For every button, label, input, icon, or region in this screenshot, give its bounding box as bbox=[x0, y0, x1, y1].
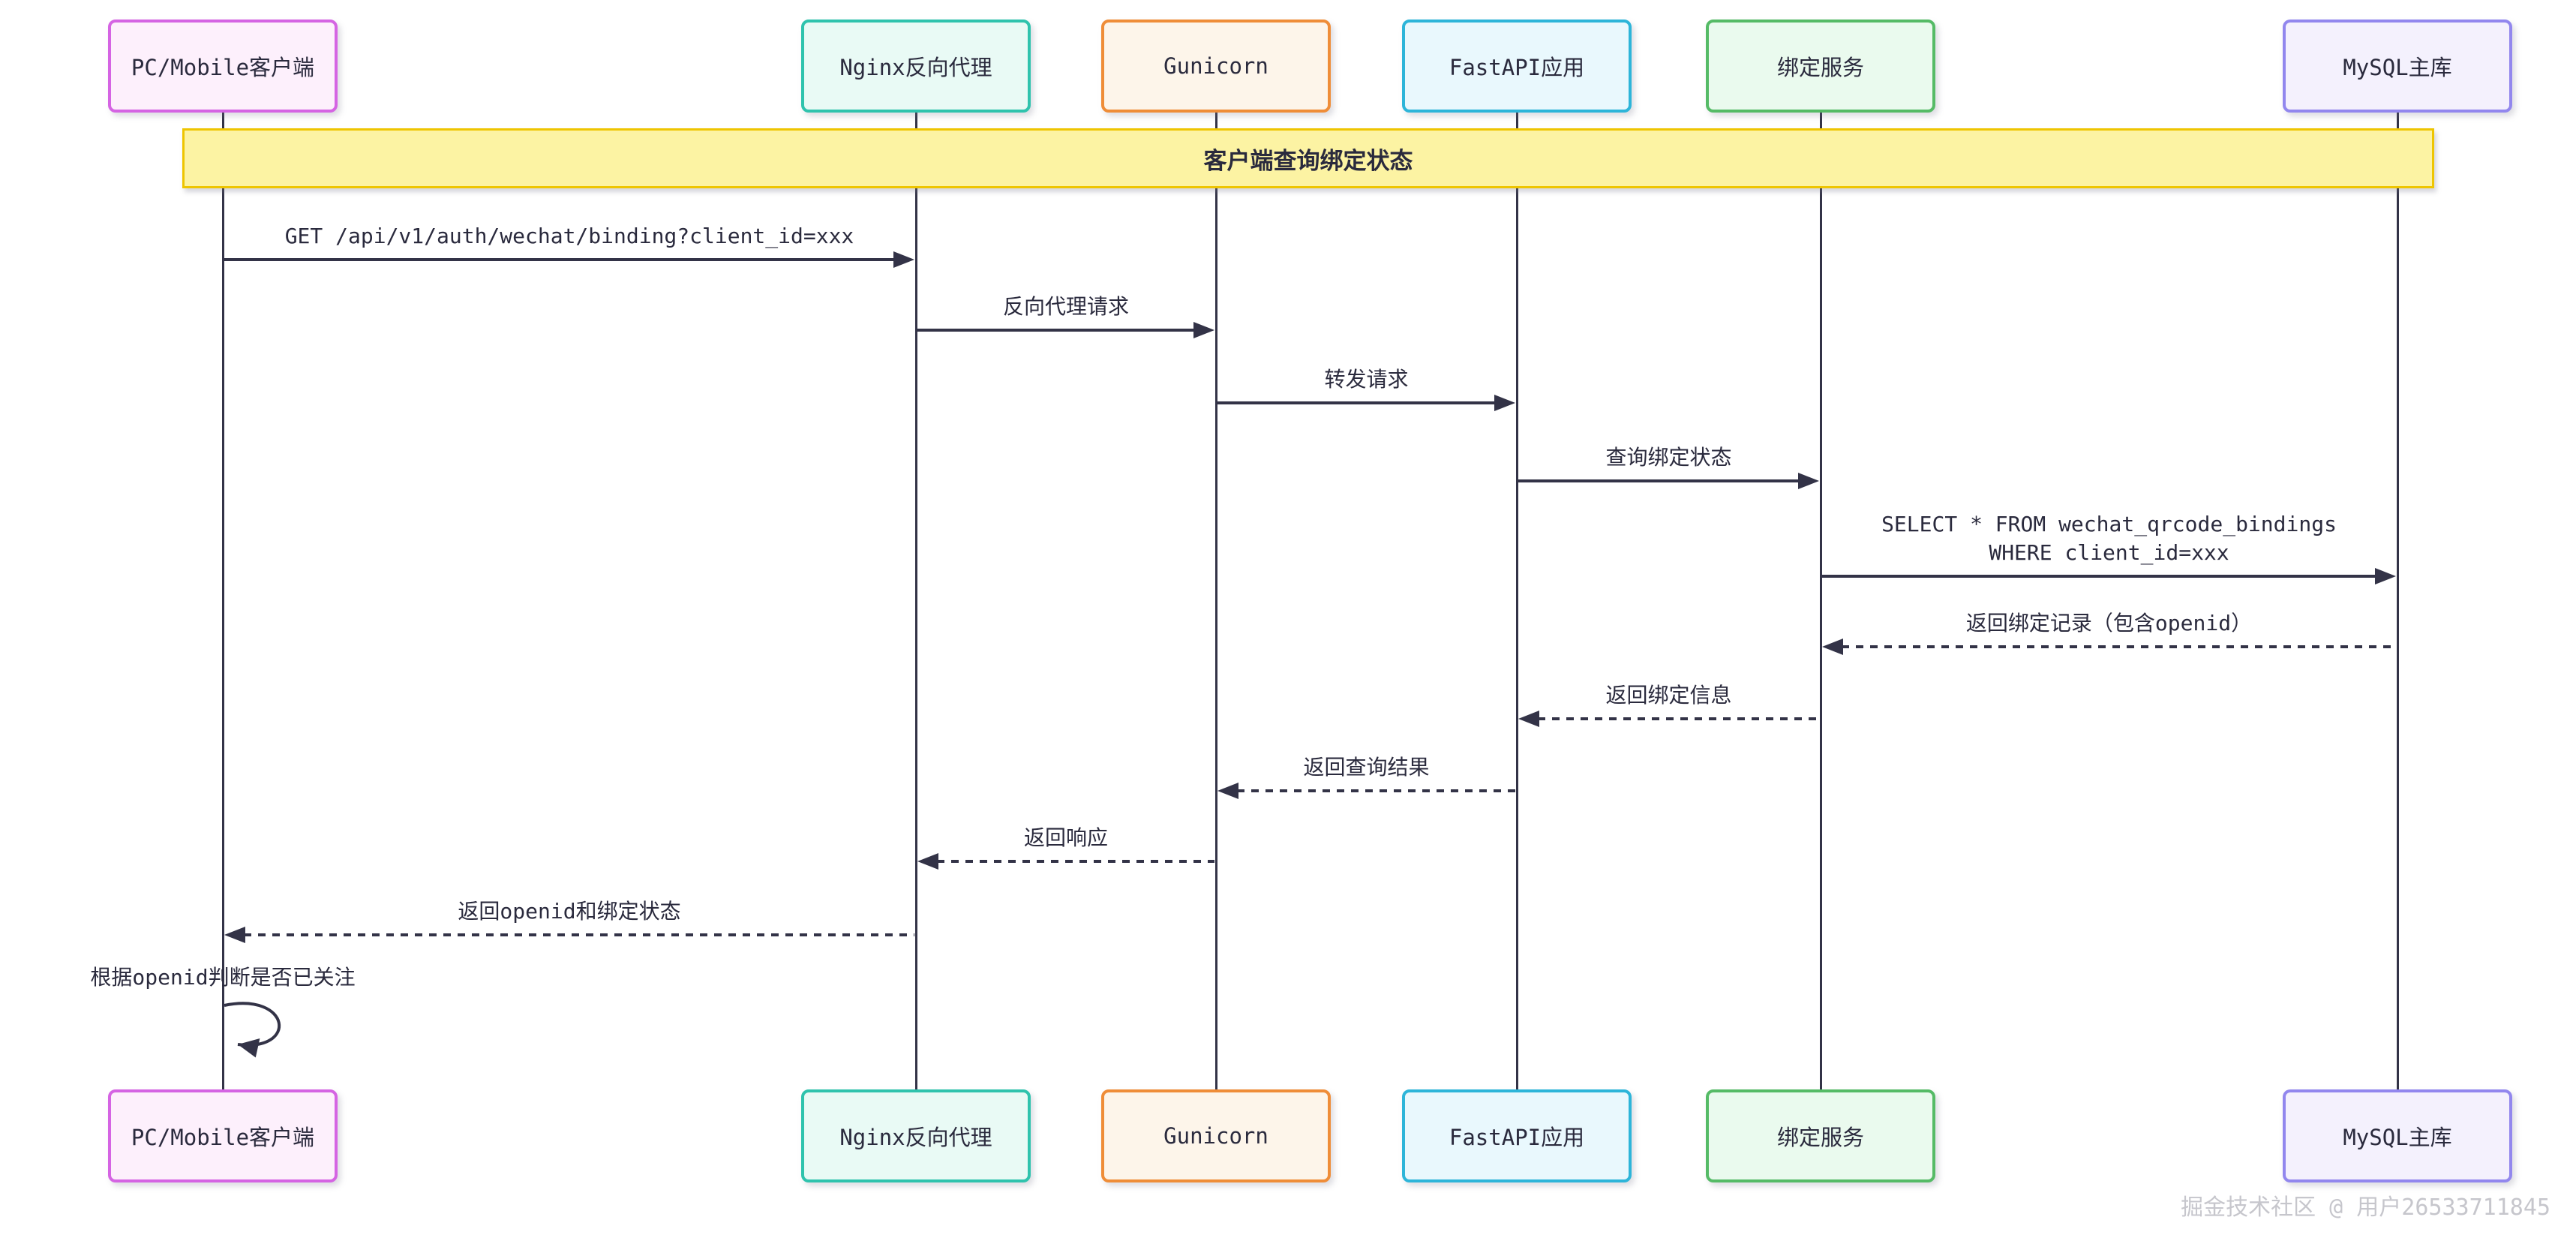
actor-bottom-binding: 绑定服务 bbox=[1706, 1089, 1935, 1182]
arrowhead-1 bbox=[893, 251, 914, 268]
message-label-10: 返回openid和绑定状态 bbox=[458, 899, 681, 924]
actor-top-binding: 绑定服务 bbox=[1706, 20, 1935, 113]
actor-top-mysql: MySQL主库 bbox=[2283, 20, 2512, 113]
lifeline-binding bbox=[1820, 113, 1822, 1089]
message-line-3 bbox=[1217, 401, 1496, 404]
message-line-5 bbox=[1822, 575, 2376, 578]
actor-label: Gunicorn bbox=[1163, 53, 1268, 79]
message-line-1 bbox=[224, 258, 895, 261]
arrowhead-7 bbox=[1518, 711, 1539, 727]
actor-bottom-fastapi: FastAPI应用 bbox=[1402, 1089, 1632, 1182]
actor-label: FastAPI应用 bbox=[1449, 55, 1585, 80]
arrowhead-10 bbox=[224, 927, 245, 943]
actor-label: PC/Mobile客户端 bbox=[131, 1125, 315, 1150]
actor-top-nginx: Nginx反向代理 bbox=[801, 20, 1031, 113]
actor-label: MySQL主库 bbox=[2343, 55, 2452, 80]
actor-label: 绑定服务 bbox=[1776, 55, 1864, 80]
arrowhead-8 bbox=[1217, 783, 1238, 799]
message-line-10 bbox=[244, 933, 914, 936]
watermark: 掘金技术社区 @ 用户26533711845 bbox=[2181, 1194, 2550, 1221]
actor-label: Nginx反向代理 bbox=[839, 1125, 992, 1150]
message-label-4: 查询绑定状态 bbox=[1605, 445, 1732, 470]
message-line-9 bbox=[937, 860, 1214, 863]
self-loop-arrow bbox=[224, 1002, 281, 1058]
arrowhead-9 bbox=[917, 853, 938, 870]
lifeline-gunicorn bbox=[1215, 113, 1217, 1089]
message-label-8: 返回查询结果 bbox=[1303, 755, 1430, 780]
actor-bottom-client: PC/Mobile客户端 bbox=[108, 1089, 338, 1182]
actor-label: Nginx反向代理 bbox=[839, 55, 992, 80]
message-label-2: 反向代理请求 bbox=[1002, 294, 1130, 319]
lifeline-client bbox=[222, 113, 224, 1089]
actor-label: MySQL主库 bbox=[2343, 1125, 2452, 1150]
actor-label: FastAPI应用 bbox=[1449, 1125, 1585, 1150]
arrowhead-6 bbox=[1822, 639, 1843, 655]
actor-bottom-mysql: MySQL主库 bbox=[2283, 1089, 2512, 1182]
message-label-6: 返回绑定记录（包含openid） bbox=[1965, 611, 2253, 636]
message-line-7 bbox=[1538, 717, 1819, 720]
actor-label: Gunicorn bbox=[1163, 1123, 1268, 1149]
message-label-1: GET /api/v1/auth/wechat/binding?client_i… bbox=[284, 224, 854, 248]
actor-label: PC/Mobile客户端 bbox=[131, 55, 315, 80]
lifeline-nginx bbox=[915, 113, 917, 1089]
actor-bottom-nginx: Nginx反向代理 bbox=[801, 1089, 1031, 1182]
actor-label: 绑定服务 bbox=[1776, 1125, 1864, 1150]
message-label-7: 返回绑定信息 bbox=[1605, 683, 1732, 708]
actor-top-gunicorn: Gunicorn bbox=[1101, 20, 1331, 113]
arrowhead-3 bbox=[1494, 395, 1515, 411]
arrowhead-5 bbox=[2375, 568, 2396, 584]
arrowhead-2 bbox=[1193, 322, 1214, 338]
message-line-6 bbox=[1842, 645, 2396, 648]
actor-top-client: PC/Mobile客户端 bbox=[108, 20, 338, 113]
actor-top-fastapi: FastAPI应用 bbox=[1402, 20, 1632, 113]
diagram-title-banner: 客户端查询绑定状态 bbox=[182, 128, 2434, 188]
arrowhead-4 bbox=[1798, 473, 1819, 489]
message-line-2 bbox=[917, 329, 1195, 332]
message-line-8 bbox=[1237, 789, 1515, 792]
lifeline-fastapi bbox=[1516, 113, 1518, 1089]
lifeline-mysql bbox=[2397, 113, 2399, 1089]
message-line-4 bbox=[1518, 479, 1800, 482]
message-label-3: 转发请求 bbox=[1324, 367, 1409, 392]
self-message-label: 根据openid判断是否已关注 bbox=[90, 965, 356, 990]
message-label-5: SELECT * FROM wechat_qrcode_bindings WHE… bbox=[1881, 512, 2337, 565]
message-label-9: 返回响应 bbox=[1023, 825, 1109, 850]
actor-bottom-gunicorn: Gunicorn bbox=[1101, 1089, 1331, 1182]
diagram-title: 客户端查询绑定状态 bbox=[1203, 147, 1413, 175]
